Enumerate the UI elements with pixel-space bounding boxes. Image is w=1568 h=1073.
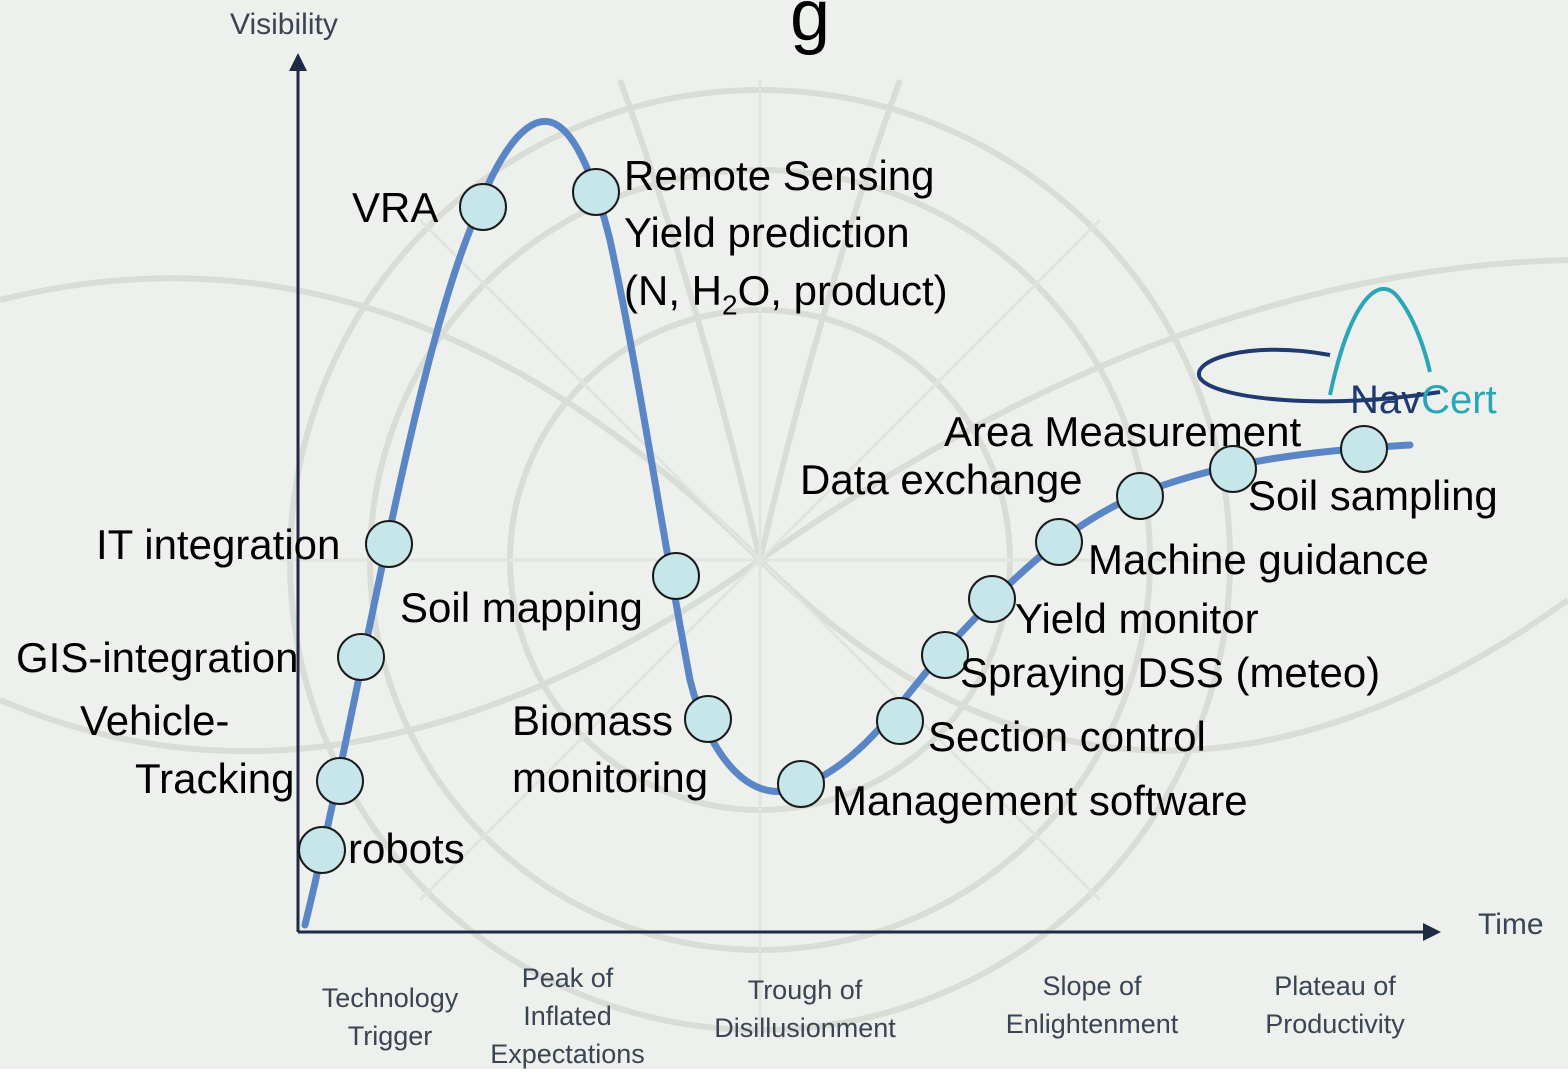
label-yield-monitor: Yield monitor bbox=[1015, 595, 1259, 642]
marker-it-integration bbox=[365, 520, 413, 568]
label-gis-integration: GIS-integration bbox=[16, 634, 299, 681]
label-soil-sampling: Soil sampling bbox=[1248, 472, 1498, 519]
marker-vehicle-tracking bbox=[316, 757, 364, 805]
phase-plateau-of-productivity: Plateau of Productivity bbox=[1265, 971, 1405, 1039]
label-subscript-2: 2 bbox=[722, 289, 738, 321]
marker-spraying-dss bbox=[921, 631, 969, 679]
marker-soil-mapping bbox=[652, 552, 700, 600]
marker-biomass bbox=[684, 695, 732, 743]
marker-vra bbox=[459, 183, 507, 231]
label-biomass-line2: monitoring bbox=[512, 754, 709, 801]
x-axis-label: Time bbox=[1478, 908, 1544, 941]
label-remote-sensing-line3-a: (N, H bbox=[624, 267, 722, 314]
label-it-integration: IT integration bbox=[96, 521, 341, 568]
title-fragment: g bbox=[790, 0, 831, 56]
label-machine-guidance: Machine guidance bbox=[1088, 536, 1429, 583]
label-vra: VRA bbox=[352, 184, 439, 231]
marker-area-measurement bbox=[1209, 445, 1257, 493]
marker-machine-guidance bbox=[1035, 518, 1083, 566]
navcert-logo: NavCert bbox=[1350, 380, 1497, 420]
marker-soil-sampling bbox=[1340, 425, 1388, 473]
marker-gis-integration bbox=[337, 633, 385, 681]
label-vehicle-tracking-line1: Vehicle- bbox=[80, 697, 230, 744]
label-soil-mapping: Soil mapping bbox=[400, 584, 643, 631]
phase-trough-of-disillusionment: Trough of Disillusionment bbox=[714, 975, 896, 1043]
marker-data-exchange bbox=[1116, 472, 1164, 520]
label-section-control: Section control bbox=[928, 713, 1206, 760]
marker-yield-monitor bbox=[968, 575, 1016, 623]
marker-robots bbox=[298, 826, 346, 874]
logo-cert: Cert bbox=[1421, 378, 1497, 422]
label-vehicle-tracking-line2: Tracking bbox=[135, 755, 295, 802]
label-remote-sensing-line2: Yield prediction bbox=[624, 209, 910, 256]
label-biomass-line1: Biomass bbox=[512, 697, 674, 744]
label-spraying-dss: Spraying DSS (meteo) bbox=[960, 649, 1381, 696]
label-area-measurement: Area Measurement bbox=[944, 408, 1302, 455]
phase-slope-of-enlightenment: Slope of Enlightenment bbox=[1005, 971, 1179, 1039]
label-remote-sensing-line3: (N, H2O, product) bbox=[624, 270, 948, 319]
marker-management-software bbox=[777, 760, 825, 808]
label-data-exchange: Data exchange bbox=[800, 456, 1083, 503]
navcert-logo-icon bbox=[1196, 287, 1441, 404]
marker-section-control bbox=[876, 697, 924, 745]
label-robots: robots bbox=[348, 825, 465, 872]
phase-technology-trigger: Technology Trigger bbox=[321, 983, 459, 1051]
label-management-software: Management software bbox=[832, 777, 1248, 824]
logo-nav: Nav bbox=[1350, 378, 1422, 422]
marker-remote-sensing bbox=[572, 168, 620, 216]
phase-peak-of-inflated-expectations: Peak of Inflated Expectations bbox=[490, 963, 645, 1069]
label-remote-sensing-line3-b: O, product) bbox=[737, 267, 948, 314]
y-axis-label: Visibility bbox=[230, 8, 338, 41]
label-remote-sensing-line1: Remote Sensing bbox=[624, 152, 935, 199]
